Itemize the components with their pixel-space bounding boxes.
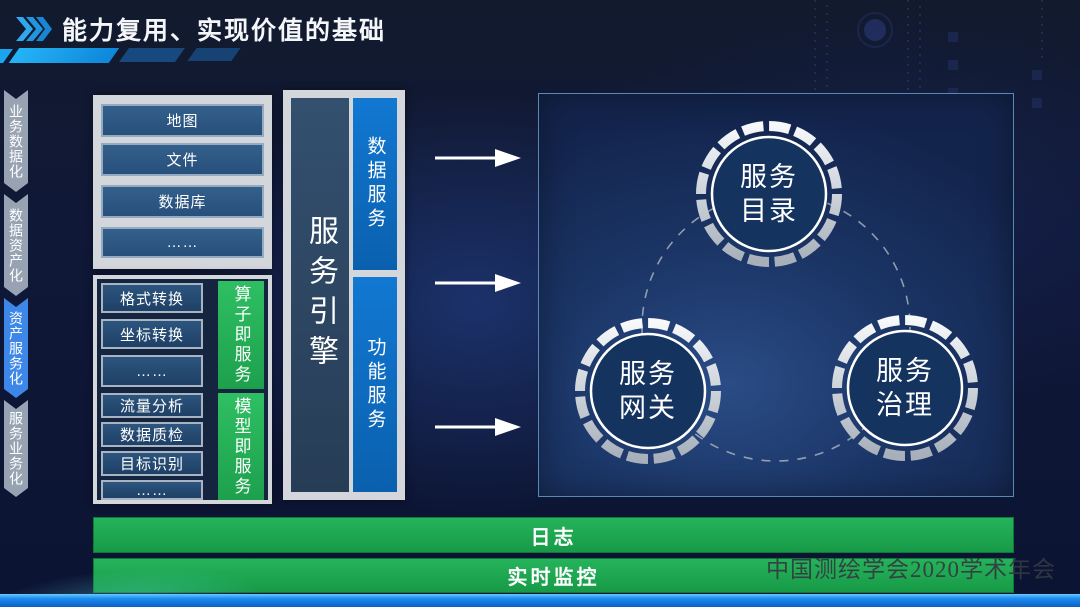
capability-box-format-conversion: 格式转换 — [101, 283, 203, 313]
capability-box-label: 坐标转换 — [119, 326, 184, 344]
service-gateway-circle: 服务 网关 — [575, 318, 721, 464]
log-bar: 日志 — [93, 517, 1014, 553]
capability-box-label: 格式转换 — [119, 290, 184, 308]
capability-box-label: …… — [136, 362, 168, 380]
operator-as-service-text: 算子即服务 — [231, 285, 251, 385]
page-title: 能力复用、实现价值的基础 — [62, 17, 387, 45]
capability-box-label: 流量分析 — [119, 398, 184, 415]
source-box-database: 数据库 — [101, 185, 264, 218]
arrow-right-icon — [435, 149, 521, 167]
service-gateway-line1: 服务 — [619, 359, 677, 389]
function-service-label: 功能服务 — [364, 336, 386, 433]
service-governance-line2: 治理 — [876, 390, 934, 420]
header-underline-decoration — [187, 48, 241, 61]
service-engine-bar: 服务引擎 — [291, 98, 349, 492]
model-as-service-text: 模型即服务 — [231, 396, 251, 497]
sidebar-item-label: 数据资产化 — [8, 207, 24, 283]
capability-box-target-recognition: 目标识别 — [101, 451, 203, 476]
header-underline-decoration — [8, 48, 120, 63]
model-as-service-label: 模型即服务 — [218, 393, 264, 500]
source-box-file: 文件 — [101, 143, 264, 176]
capabilities-panel: 格式转换 坐标转换 …… 流量分析 数据质检 目标识别 …… 算子即服务 模型即… — [93, 275, 272, 504]
log-bar-label: 日志 — [530, 526, 577, 549]
sidebar-item-business-datafication: 业务数据化 — [4, 90, 28, 192]
capability-box-traffic-analysis: 流量分析 — [101, 393, 203, 418]
source-box-label: 地图 — [166, 113, 199, 130]
data-sources-panel: 地图 文件 数据库 …… — [93, 95, 272, 269]
sidebar-item-service-businessization: 服务业务化 — [4, 400, 28, 497]
sidebar-item-label: 业务数据化 — [8, 103, 24, 179]
arrow-right-icon — [435, 418, 521, 436]
service-gateway-line2: 网关 — [619, 393, 677, 423]
watermark: 中国测绘学会2020学术年会 — [766, 557, 1056, 582]
header: 能力复用、实现价值的基础 — [16, 11, 386, 47]
capability-box-label: 数据质检 — [119, 427, 184, 444]
header-underline-decoration — [119, 48, 185, 62]
arrow-right-icon — [435, 274, 521, 292]
capability-box-label: …… — [136, 481, 168, 499]
bottom-strip-decoration — [0, 594, 1080, 607]
capability-box-coordinate-conversion: 坐标转换 — [101, 319, 203, 349]
source-box-map: 地图 — [101, 104, 264, 137]
realtime-monitor-label: 实时监控 — [507, 567, 600, 589]
data-service-label: 数据服务 — [364, 136, 386, 232]
service-circles-diagram: 服务 目录 服务 网关 服务 治理 — [575, 121, 978, 464]
capability-box-more-operators: …… — [101, 355, 203, 387]
sidebar-item-label: 资产服务化 — [8, 310, 24, 386]
service-catalog-circle: 服务 目录 — [696, 121, 842, 267]
sidebar-item-label: 服务业务化 — [8, 411, 24, 486]
sidebar-item-asset-servitization: 资产服务化 — [4, 298, 28, 398]
operator-as-service-label: 算子即服务 — [218, 281, 264, 389]
source-box-label: 数据库 — [158, 194, 207, 211]
sidebar-item-data-assetization: 数据资产化 — [4, 194, 28, 296]
realtime-monitor-bar: 实时监控 — [93, 558, 1014, 593]
service-engine-label: 服务引擎 — [304, 215, 337, 375]
function-service-cell: 功能服务 — [353, 277, 397, 492]
service-architecture-panel: 服务 目录 服务 网关 服务 治理 — [538, 93, 1014, 497]
service-governance-circle: 服务 治理 — [832, 315, 978, 461]
service-governance-line1: 服务 — [876, 356, 934, 386]
data-service-cell: 数据服务 — [353, 98, 397, 270]
capability-box-more-models: …… — [101, 480, 203, 500]
service-catalog-line1: 服务 — [740, 162, 798, 192]
source-box-label: 文件 — [166, 152, 199, 169]
capability-box-label: 目标识别 — [119, 456, 184, 473]
service-catalog-line2: 目录 — [740, 196, 798, 226]
service-engine-panel: 服务引擎 数据服务 功能服务 — [283, 90, 405, 500]
source-box-more: …… — [101, 227, 264, 258]
capability-box-data-quality-check: 数据质检 — [101, 422, 203, 447]
source-box-label: …… — [166, 234, 199, 251]
chevrons-icon — [16, 17, 52, 41]
